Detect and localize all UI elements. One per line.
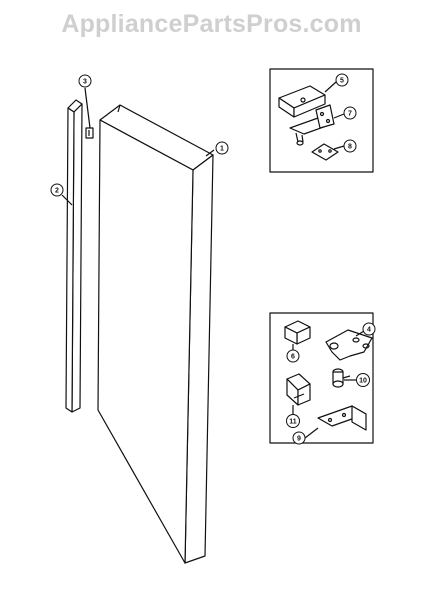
callout-7: 7 — [343, 106, 357, 120]
callout-10: 10 — [356, 373, 370, 387]
small-hinge-bracket — [284, 320, 311, 345]
clip-bracket — [286, 373, 311, 406]
leader-2 — [61, 194, 73, 206]
angle-hinge-bracket — [317, 405, 367, 431]
callout-9: 9 — [292, 431, 306, 445]
upper-hinge-bracket — [289, 104, 335, 146]
callout-2: 2 — [50, 183, 64, 197]
callout-1: 1 — [215, 141, 229, 155]
hinge-cover-part — [278, 85, 326, 118]
callout-8: 8 — [343, 139, 357, 153]
lower-hinge-inset-box — [269, 312, 374, 444]
door-panel — [97, 104, 214, 564]
hinge-pin-part — [332, 368, 351, 388]
callout-1-label: 1 — [220, 146, 224, 153]
callout-3: 3 — [78, 74, 92, 88]
leader-1 — [205, 149, 215, 157]
lower-hinge-arm — [325, 329, 373, 361]
callout-8-label: 8 — [348, 144, 352, 151]
upper-hinge-inset-box — [269, 68, 374, 173]
callout-7-label: 7 — [348, 111, 352, 118]
callout-10-label: 10 — [359, 378, 367, 385]
callout-4-label: 4 — [367, 327, 371, 334]
callout-2-label: 2 — [55, 188, 59, 195]
callout-6: 6 — [286, 349, 300, 363]
callout-4: 4 — [362, 322, 376, 336]
callout-11-label: 11 — [289, 419, 297, 426]
hinge-shim-plate — [311, 143, 339, 161]
leader-3 — [84, 87, 91, 129]
callout-5: 5 — [335, 73, 349, 87]
site-watermark: AppliancePartsPros.com — [61, 10, 362, 38]
callout-3-label: 3 — [83, 79, 87, 86]
door-strip — [65, 99, 94, 413]
callout-11: 11 — [286, 414, 300, 428]
callout-6-label: 6 — [291, 354, 295, 361]
callout-9-label: 9 — [297, 436, 301, 443]
callout-5-label: 5 — [340, 78, 344, 85]
